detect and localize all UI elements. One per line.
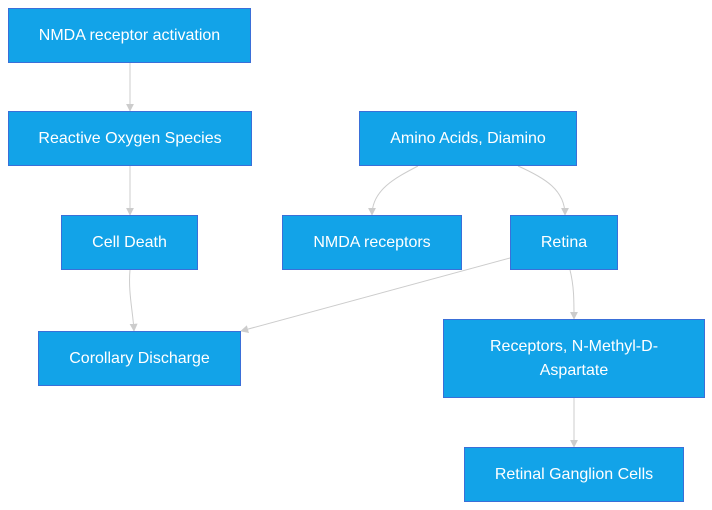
node-nmda-receptor-activation[interactable]: NMDA receptor activation <box>8 8 251 63</box>
node-retina[interactable]: Retina <box>510 215 618 270</box>
node-amino-acids-diamino[interactable]: Amino Acids, Diamino <box>359 111 577 166</box>
node-retinal-ganglion-cells[interactable]: Retinal Ganglion Cells <box>464 447 684 502</box>
node-reactive-oxygen-species[interactable]: Reactive Oxygen Species <box>8 111 252 166</box>
node-label: NMDA receptor activation <box>38 26 221 44</box>
node-label: Retina <box>540 233 588 251</box>
node-label: Cell Death <box>92 233 167 251</box>
edge-retina-to-receptors <box>569 269 578 320</box>
node-label: Receptors, N-Methyl-D-Aspartate <box>489 337 659 379</box>
node-label: Retinal Ganglion Cells <box>494 465 654 483</box>
edge-cell-death-to-corollary <box>129 269 138 332</box>
node-receptors-n-methyl-d-aspartate[interactable]: Receptors, N-Methyl-D-Aspartate <box>443 319 705 398</box>
edge-retina-to-corollary <box>240 257 511 333</box>
edge-amino-to-nmda-receptors <box>368 165 419 216</box>
node-cell-death[interactable]: Cell Death <box>61 215 198 270</box>
node-label: Amino Acids, Diamino <box>390 129 546 147</box>
edge-amino-to-retina <box>517 165 569 216</box>
node-label: Reactive Oxygen Species <box>38 129 222 147</box>
node-nmda-receptors[interactable]: NMDA receptors <box>282 215 462 270</box>
node-label: NMDA receptors <box>313 233 431 251</box>
node-corollary-discharge[interactable]: Corollary Discharge <box>38 331 241 386</box>
node-label: Corollary Discharge <box>69 349 210 367</box>
